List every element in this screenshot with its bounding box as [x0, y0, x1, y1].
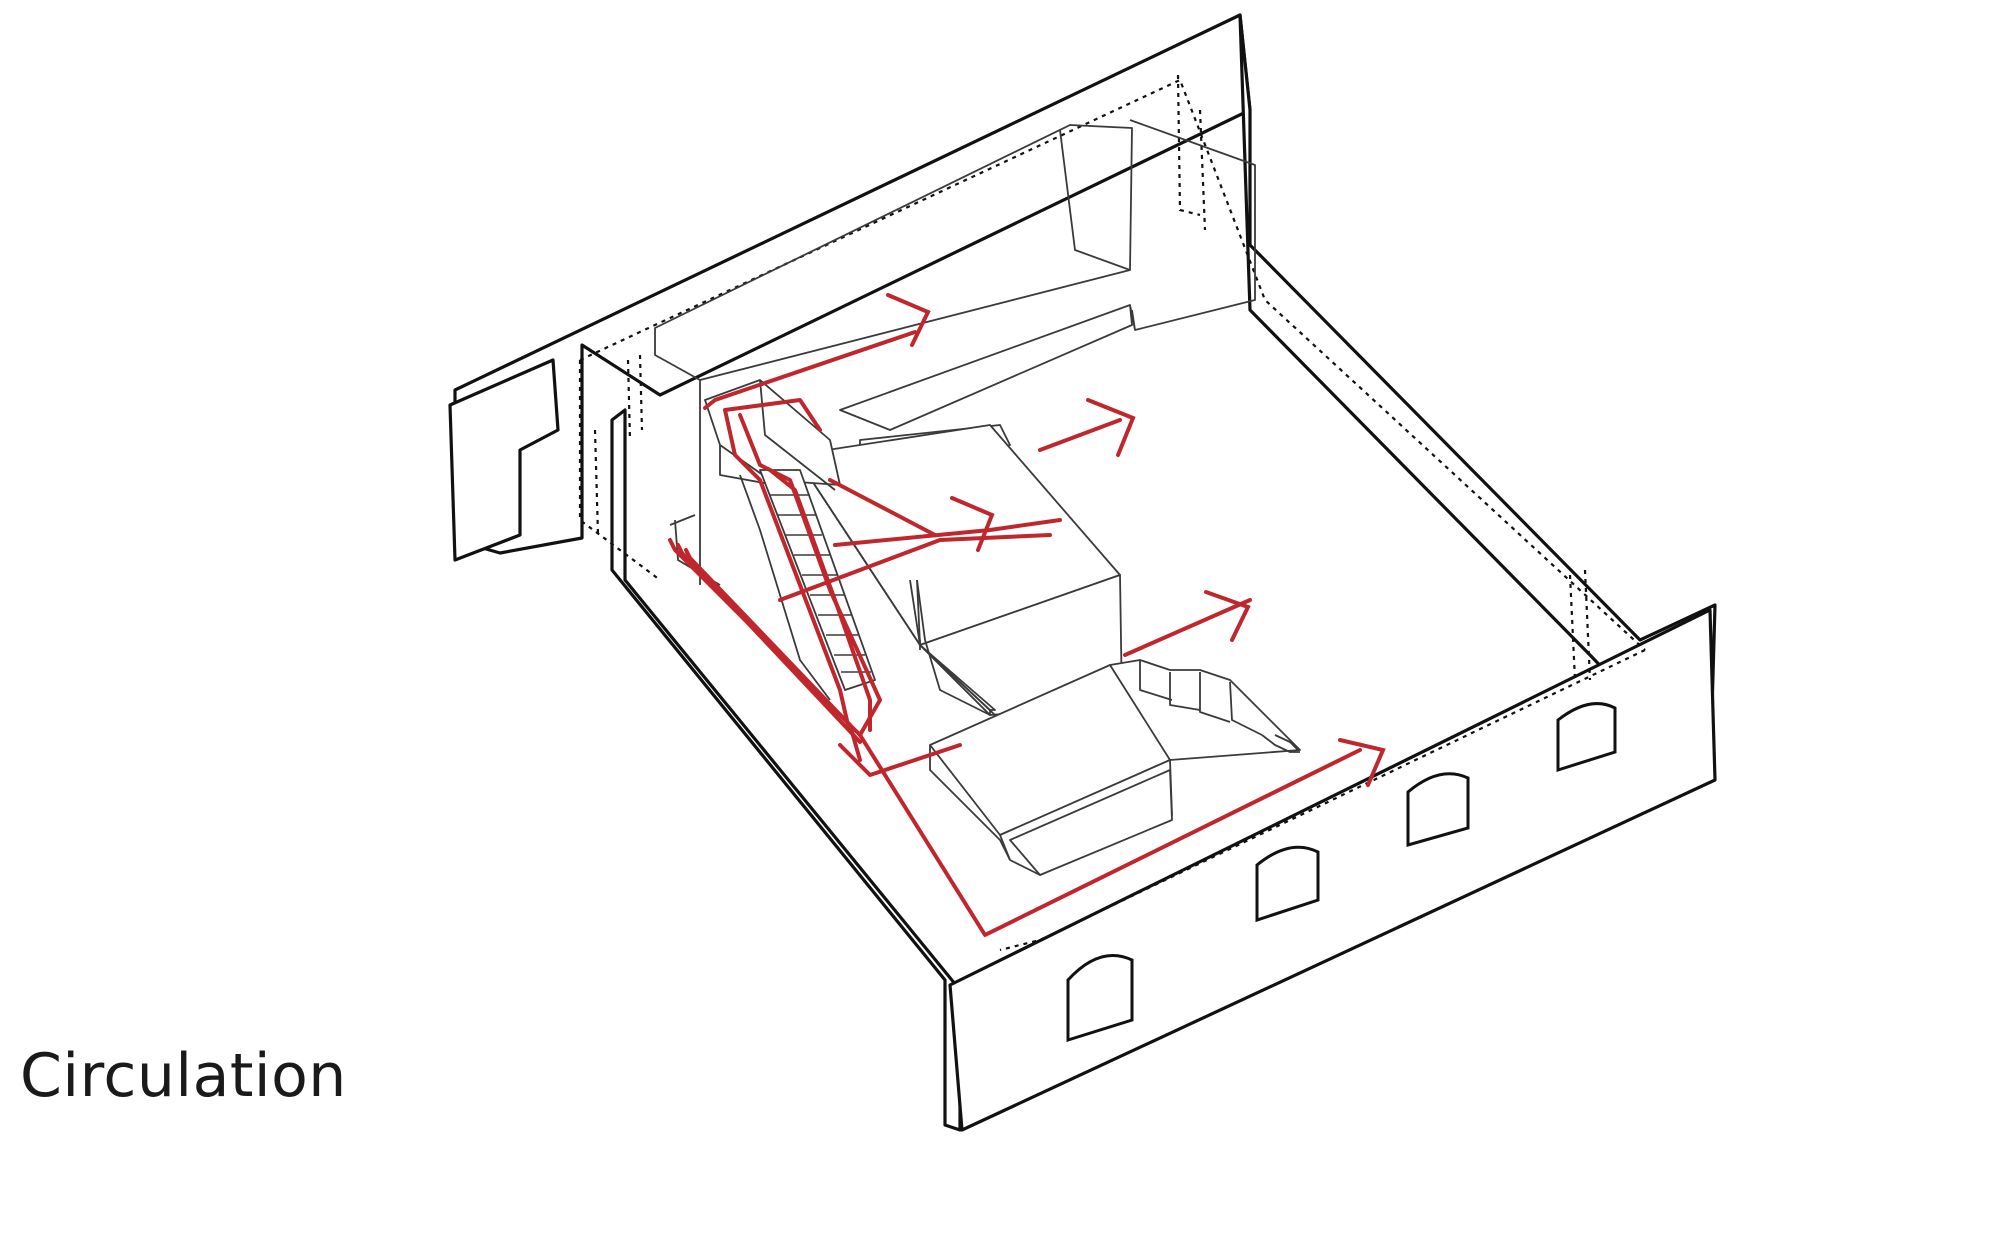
diagram-caption: Circulation	[20, 1041, 347, 1111]
side-stair-steps	[1139, 660, 1300, 753]
route-walkway	[828, 478, 937, 537]
left-wall	[610, 408, 962, 1132]
left-parapet	[448, 358, 560, 562]
window-1	[1066, 954, 1134, 1043]
arrow-mid	[950, 496, 995, 552]
building-shell	[448, 13, 1717, 1132]
route-upper-level	[703, 330, 917, 410]
arrow-upper	[886, 293, 931, 347]
arrow-right	[1204, 590, 1251, 642]
route-entry-2	[676, 543, 862, 744]
route-stair-a	[723, 398, 850, 727]
direction-arrows	[886, 293, 1386, 787]
platform-lower-step	[1009, 769, 1173, 876]
route-branch-platform	[838, 743, 962, 777]
route-mid-2	[833, 518, 1062, 547]
window-3	[1406, 772, 1470, 847]
route-entry-3	[684, 548, 862, 762]
route-mid-3	[1038, 418, 1122, 452]
route-mid-1	[778, 533, 1052, 602]
stair-rail	[739, 474, 831, 701]
front-wall	[948, 608, 1717, 1132]
route-stair-c	[768, 468, 872, 732]
arrow-box-top	[1086, 398, 1136, 457]
window-4	[1556, 702, 1617, 773]
walkway-slab	[839, 304, 1133, 431]
back-wall	[453, 13, 1252, 555]
circulation-routes	[668, 330, 1362, 937]
window-2	[1255, 845, 1320, 923]
route-ground	[1123, 598, 1252, 657]
front-windows	[1066, 702, 1617, 1043]
interior-dotted-outline	[578, 74, 1646, 952]
side-stair	[1109, 659, 1301, 761]
arrow-front	[1338, 738, 1386, 787]
